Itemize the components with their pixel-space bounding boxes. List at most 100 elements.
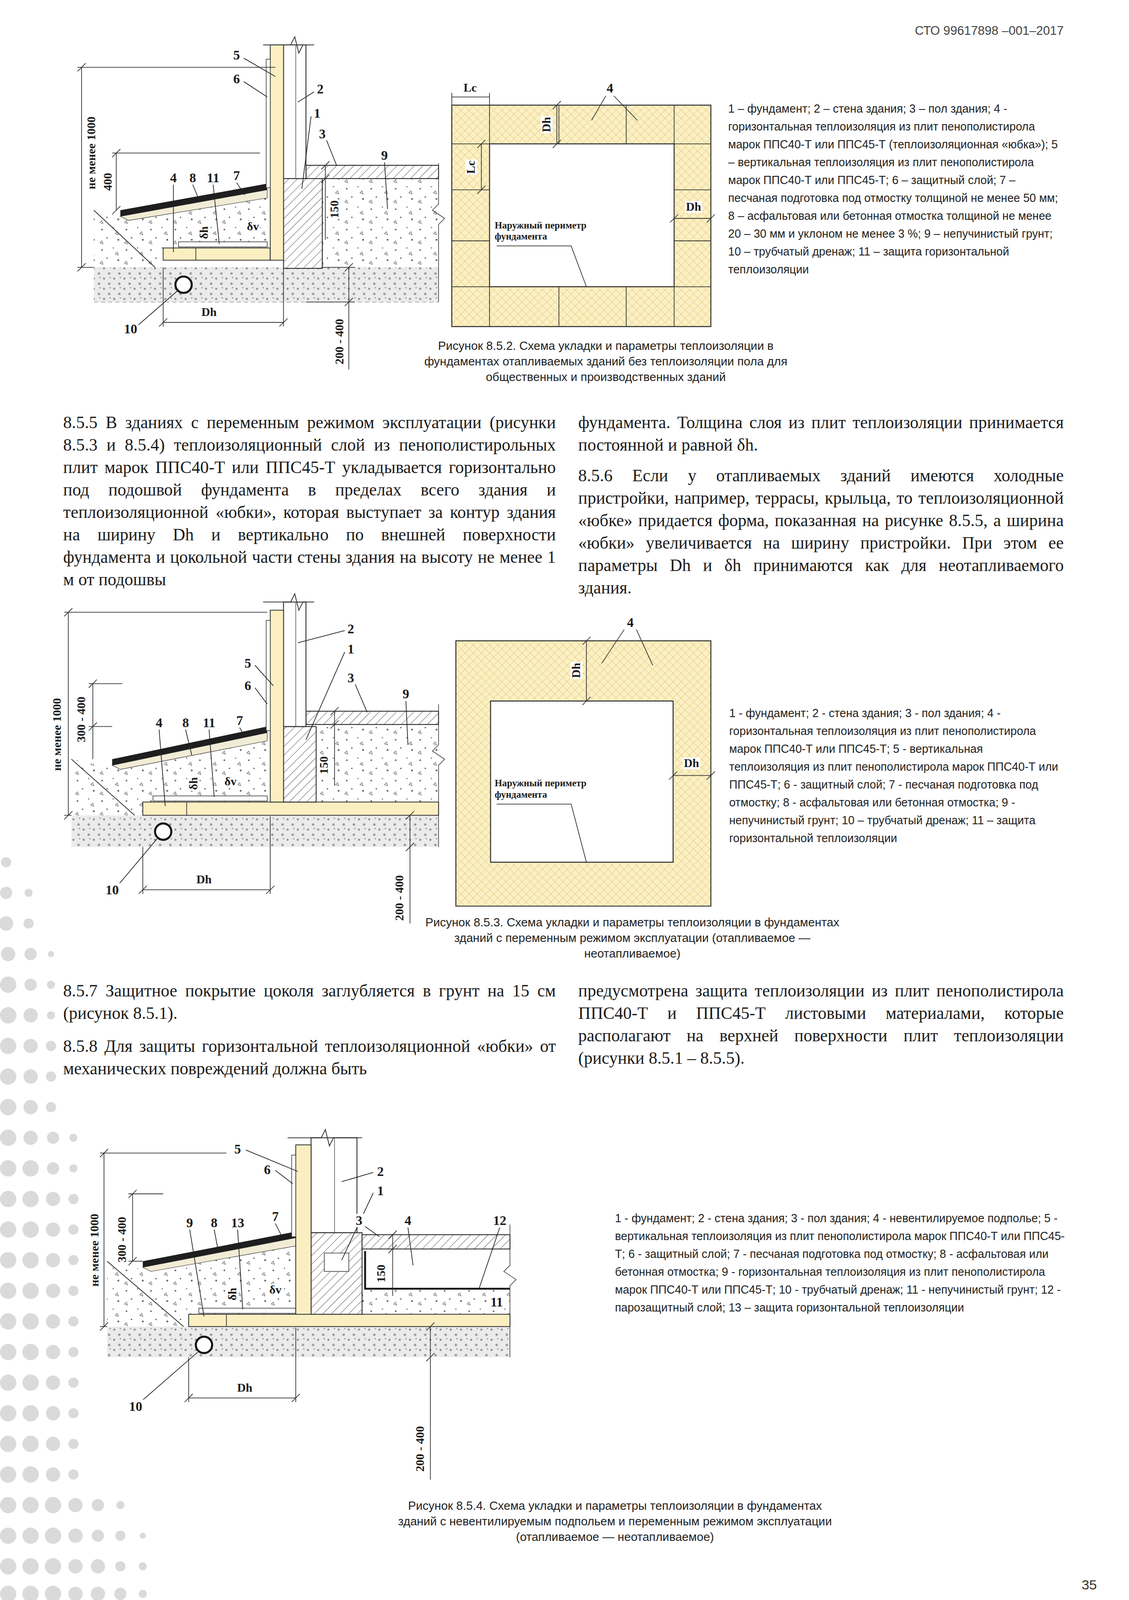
dimension-lines <box>88 679 98 731</box>
dimension-label: Dh <box>540 115 553 133</box>
dimension-label: 300 - 400 <box>116 1215 129 1264</box>
decor-dots <box>0 1221 17 1238</box>
dimension-lines <box>77 66 276 68</box>
decor-dots <box>45 1466 60 1482</box>
plan-dimensions <box>636 629 653 666</box>
leader-lines <box>301 116 311 189</box>
decor-dots <box>22 1160 39 1177</box>
legend-text: 1 - фундамент; 2 - стена здания; 3 - пол… <box>614 1209 1066 1317</box>
decor-dots <box>22 1190 39 1207</box>
decor-dots <box>68 1377 79 1388</box>
dimension-lines <box>115 152 117 211</box>
leader-lines <box>275 1223 282 1236</box>
plan-view <box>451 105 712 327</box>
callout-number: 11 <box>201 715 217 729</box>
callout-number: 9 <box>184 1215 195 1229</box>
decor-dots <box>91 1529 104 1542</box>
decor-dots <box>22 1435 39 1452</box>
decor-dots <box>24 978 37 991</box>
dimension-lines <box>132 1193 134 1261</box>
decor-dots <box>44 1557 62 1575</box>
decor-dots <box>45 1283 60 1298</box>
dimension-lines <box>392 1234 394 1296</box>
callout-number: 13 <box>229 1215 246 1229</box>
decor-dots <box>115 1530 126 1541</box>
decor-dots <box>68 1224 79 1235</box>
horizontal-insulation <box>162 247 271 261</box>
foundation-section <box>93 36 445 302</box>
leader-lines <box>185 729 192 755</box>
callout-number: 7 <box>270 1209 281 1223</box>
decor-dots <box>0 1557 17 1575</box>
leader-lines <box>341 1192 374 1260</box>
floor-slab <box>305 165 439 179</box>
dimension-label: Dh <box>200 306 218 319</box>
leader-lines <box>209 729 215 797</box>
leader-lines <box>119 838 158 884</box>
leader-lines <box>255 665 274 686</box>
dimension-label: не менее 1000 <box>51 697 64 772</box>
insulation-protection <box>198 1308 296 1314</box>
leader-lines <box>214 1229 219 1251</box>
dimension-lines <box>334 711 336 786</box>
dimension-lines <box>77 266 94 268</box>
dimension-label: Dh <box>195 873 213 886</box>
dimension-label: Lc <box>462 81 478 94</box>
leader-lines <box>137 58 388 326</box>
leader-lines <box>119 630 408 884</box>
wall-line <box>295 602 296 727</box>
plan-dimensions <box>451 92 716 287</box>
foundation-section <box>71 593 445 847</box>
dimension-lines <box>188 1397 296 1399</box>
dimension-lines <box>409 814 411 923</box>
decor-dots <box>0 1098 17 1116</box>
callout-number: 11 <box>488 1295 505 1309</box>
decor-dots <box>46 1131 60 1144</box>
leader-lines <box>354 683 368 712</box>
callout-number: 2 <box>346 621 356 636</box>
foundation <box>283 726 316 803</box>
dimension-label: δv <box>245 220 261 233</box>
page-header: СТО 99617898 –001–2017 <box>914 23 1064 38</box>
dimension-label: 150 <box>318 755 331 776</box>
body-paragraph: 8.5.7 Защитное покрытие цоколя заглубляе… <box>63 979 556 1025</box>
dimension-lines <box>330 706 339 729</box>
trench-slope <box>107 1260 184 1327</box>
dimension-lines <box>138 885 275 894</box>
break-line <box>432 704 446 847</box>
protective-layer <box>265 59 271 188</box>
leader-lines <box>305 651 345 740</box>
dimension-lines <box>128 1193 164 1195</box>
callout-number: 6 <box>243 678 253 693</box>
decor-dots <box>22 1527 39 1544</box>
decor-dots <box>68 1586 83 1600</box>
callout-number: 7 <box>232 168 242 183</box>
decor-dots <box>23 1099 38 1114</box>
break-line <box>432 163 446 303</box>
dimension-label: δv <box>268 1283 283 1296</box>
leader-lines <box>243 58 276 77</box>
figure-caption: Рисунок 8.5.4. Схема укладки и параметры… <box>392 1497 838 1545</box>
dimension-lines <box>142 846 144 895</box>
plan-note: Наружный периметр фундамента <box>494 219 607 242</box>
page-number: 35 <box>1081 1577 1097 1592</box>
protective-layer <box>265 620 271 731</box>
dimension-label: 200 - 400 <box>393 873 406 922</box>
decor-dots <box>45 1101 56 1113</box>
plan-dimensions <box>673 775 711 777</box>
insulation-protection <box>152 795 267 801</box>
dimension-lines <box>128 1260 143 1262</box>
decor-dots <box>45 1436 60 1451</box>
decor-dots <box>23 1130 38 1145</box>
decor-dots <box>0 1496 17 1514</box>
figure-caption: Рисунок 8.5.3. Схема укладки и параметры… <box>407 914 857 961</box>
decor-dots <box>22 1374 39 1391</box>
callout-number: 3 <box>354 1213 364 1227</box>
sand-layer <box>120 189 268 221</box>
dimension-lines <box>322 266 355 268</box>
building-wall <box>310 1137 357 1233</box>
body-paragraph: 8.5.8 Для защиты горизонтальной теплоизо… <box>63 1034 556 1080</box>
decor-dots <box>44 1585 62 1600</box>
drain-pipe <box>195 1336 213 1353</box>
dimension-lines <box>64 607 414 924</box>
